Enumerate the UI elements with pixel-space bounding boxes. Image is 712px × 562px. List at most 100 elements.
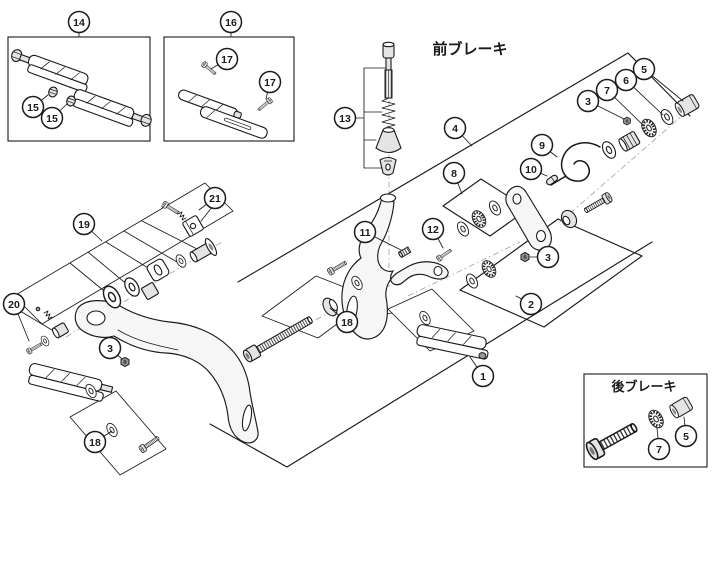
screw-20 [25, 341, 44, 355]
svg-text:4: 4 [452, 123, 458, 135]
group-4-outline [237, 52, 691, 283]
callout-1: 1 [469, 356, 495, 388]
svg-text:10: 10 [525, 164, 537, 176]
callout-3: 3 [98, 336, 123, 360]
brake-shoe-left [11, 49, 89, 93]
axis-washer [599, 138, 619, 162]
callout-3: 3 [529, 245, 560, 269]
group-2-outline [459, 218, 643, 328]
callout-16: 16 [219, 10, 243, 37]
front-arm-group [241, 193, 530, 364]
pad-bolt-left [137, 434, 162, 454]
group-18c-outline-b [387, 288, 475, 352]
svg-text:3: 3 [107, 343, 113, 355]
callout-19: 19 [72, 212, 103, 242]
callout-20: 20 [2, 292, 30, 342]
cone-ring [121, 274, 143, 300]
knurled-adjust-barrel [618, 131, 641, 152]
svg-text:15: 15 [27, 102, 39, 114]
svg-text:18: 18 [341, 317, 353, 329]
toothed-washer-8 [468, 207, 490, 231]
callout-9: 9 [530, 133, 558, 158]
callout-8: 8 [442, 161, 466, 195]
washer-8 [486, 198, 504, 218]
callout-15: 15 [40, 103, 68, 130]
spring-pin-10 [545, 174, 559, 186]
return-spring-9 [550, 142, 601, 186]
rear-arm-group [25, 200, 259, 454]
callout-6: 6 [614, 68, 664, 116]
svg-text:3: 3 [585, 96, 591, 108]
svg-text:5: 5 [683, 431, 689, 443]
pad-bolt-center [326, 259, 349, 277]
center-fixing-bolt [241, 313, 316, 364]
front-brake-shoe [416, 324, 489, 360]
callout-4: 4 [443, 116, 473, 147]
svg-text:11: 11 [359, 227, 370, 239]
adjust-spring-21 [177, 211, 187, 221]
callout-2: 2 [515, 292, 543, 316]
rear-brake-label: 後ブレーキ [611, 379, 676, 394]
svg-text:2: 2 [528, 299, 534, 311]
toothed-washer-2 [478, 257, 500, 281]
front-brake-label: 前ブレーキ [432, 40, 507, 58]
svg-text:15: 15 [46, 113, 58, 125]
adjuster-stack-13 [375, 41, 402, 176]
callout-3: 3 [576, 89, 625, 120]
callout-15: 15 [21, 94, 49, 119]
svg-text:9: 9 [539, 140, 545, 152]
group-19-outline [13, 182, 234, 325]
rear-caliper-arm [74, 300, 259, 444]
svg-text:16: 16 [225, 17, 237, 29]
arm-top-bore [379, 193, 397, 203]
svg-text:17: 17 [221, 54, 233, 66]
callout-11: 11 [353, 220, 402, 251]
detent-spring [43, 310, 53, 320]
group-1-outline [209, 241, 653, 468]
callout-5: 5 [674, 416, 698, 448]
link-bolt [581, 191, 614, 216]
spring-plate-21 [182, 215, 204, 237]
square-bushing [141, 282, 159, 300]
callout-13: 13 [333, 106, 364, 130]
rear-brake-shoe [28, 363, 114, 402]
svg-text:19: 19 [78, 219, 90, 231]
screw-12 [435, 247, 454, 263]
bushing-cup-20 [51, 322, 69, 339]
svg-text:21: 21 [209, 193, 221, 205]
svg-text:8: 8 [451, 168, 457, 180]
dome-nut [560, 209, 578, 229]
brake-shoe-set-box [7, 36, 152, 142]
svg-text:1: 1 [480, 371, 486, 383]
nut-3-center [520, 251, 530, 263]
rear-brake-box [583, 373, 708, 468]
svg-text:12: 12 [427, 224, 439, 236]
rear-arm-detail [117, 329, 179, 351]
group-19-fan-leaders [69, 220, 200, 296]
svg-text:14: 14 [73, 17, 85, 29]
callout-21: 21 [198, 186, 227, 211]
svg-text:17: 17 [264, 77, 276, 89]
toothed-washer-7 [637, 115, 661, 141]
nut-3-right [623, 116, 631, 126]
callout-7: 7 [647, 427, 671, 461]
pad-insert-right [199, 106, 268, 139]
svg-text:18: 18 [89, 437, 101, 449]
callout-17: 17 [258, 70, 282, 100]
group-13-bracket [363, 67, 391, 169]
callout-17: 17 [210, 47, 239, 71]
callout-12: 12 [421, 217, 445, 249]
svg-text:7: 7 [656, 444, 662, 456]
callout-14: 14 [67, 10, 91, 37]
cam-plate [146, 258, 170, 282]
leader-20-b [19, 310, 58, 334]
svg-text:3: 3 [545, 252, 551, 264]
group-outlines [13, 52, 691, 476]
brake-shoe-right [72, 89, 152, 127]
rear-arm-slot [241, 404, 253, 432]
pivot-washer [173, 252, 189, 270]
svg-text:5: 5 [641, 64, 647, 76]
